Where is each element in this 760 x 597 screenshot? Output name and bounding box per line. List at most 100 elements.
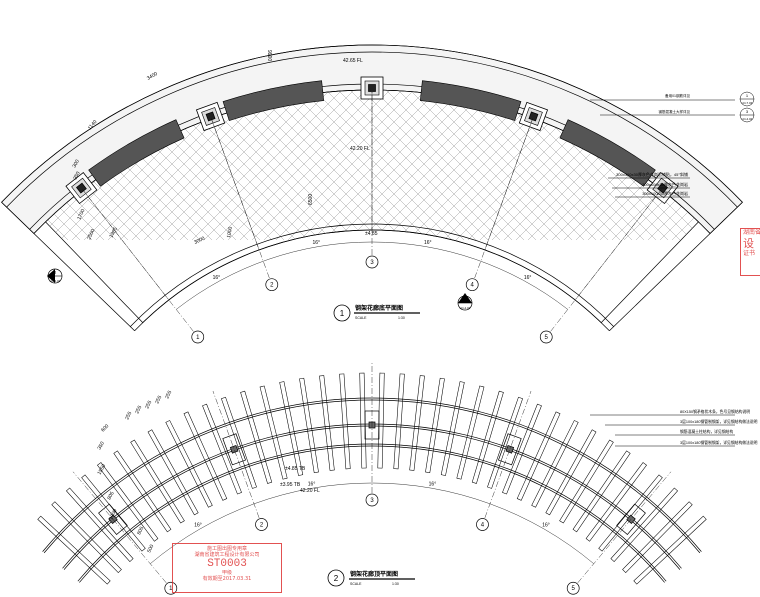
approval-stamp: 施工图出图专用章 湖南省建筑工程设计有限公司 ST0003 甲级 有效期至201… [172, 543, 282, 593]
design-seal: 湖南省 设 证书 [740, 228, 760, 276]
slat [37, 515, 111, 585]
column [360, 76, 384, 100]
slat [65, 487, 134, 562]
angle-label: 16° [194, 523, 202, 529]
plan-2-number: 2 [334, 574, 339, 583]
elevation-lower: ±4.85 [365, 231, 378, 237]
slat [559, 439, 614, 524]
slat [409, 375, 425, 471]
callout-3-text: 300x300x30厚灰色花岗岩铺贴，45°斜铺 [616, 171, 688, 177]
axis-label: 1 [169, 586, 173, 592]
beam-arc [42, 397, 702, 552]
angle-dim-arc [150, 482, 594, 564]
bench-panel [419, 80, 522, 121]
svg-text:255: 255 [144, 400, 153, 410]
plan-1-callouts [590, 91, 755, 198]
slat [299, 377, 319, 473]
slat [585, 462, 647, 542]
dim-inner-2: 1000 [226, 226, 234, 238]
axis-bubble [566, 581, 580, 595]
slat [471, 390, 504, 484]
callout-1-ref: 1 [746, 93, 749, 98]
axis-bubble [539, 330, 553, 344]
angle-dim-arc [176, 241, 568, 310]
slat [279, 381, 304, 476]
dim-left-2: 300 [72, 159, 81, 169]
slat [610, 487, 679, 562]
slat [622, 501, 693, 573]
slat [113, 450, 172, 533]
dim-inner-1: 3000 [193, 236, 206, 246]
slat [393, 373, 405, 470]
slat [319, 375, 335, 471]
dim-left-4: 1700 [76, 208, 86, 221]
slat [456, 385, 485, 480]
axis-label: 5 [545, 335, 549, 341]
slat [339, 373, 351, 470]
angle-label: 16° [308, 481, 316, 487]
plan-1-number: 1 [340, 309, 345, 318]
svg-text:255: 255 [124, 411, 133, 421]
stamp-line-4: 甲级 [221, 570, 232, 576]
plan-2-callout-2: 3层100x180钢管制钢架，详见钢结构做法说明 [680, 419, 758, 424]
plan-2-left-dims: 350 1550 805 1900 805 500 [97, 441, 156, 554]
callout-4-text: 300x100x30厚灰色花岗岩 [642, 181, 688, 187]
axis-label: 5 [572, 586, 576, 592]
plan-2-callout-1: 80X150钢矛格状木条，色号见钢结构说明 [680, 409, 750, 414]
plan-2-title: 钢架花廊顶平面图 [350, 570, 398, 578]
section-marker-left: 2 LD-4.02 [47, 268, 63, 284]
elevation-center: 42.20 FL [350, 146, 370, 152]
arc-line [6, 51, 738, 208]
dim-inner-3: 6500 [308, 194, 314, 205]
axis-label: 3 [370, 498, 374, 504]
slat [516, 411, 561, 501]
axis-bubble [265, 278, 279, 292]
svg-text:805: 805 [136, 526, 145, 536]
elevation-top: 42.65 FL [343, 58, 363, 64]
slat [633, 515, 707, 585]
slat [440, 381, 465, 476]
axis-label: 3 [370, 260, 374, 266]
axis-label: 2 [260, 522, 264, 528]
axis-bubble [465, 278, 479, 292]
axis-label: 4 [481, 522, 485, 528]
svg-text:255: 255 [154, 395, 163, 405]
dim-left-6: 1985 [108, 226, 119, 239]
seal-big: 设 [743, 237, 754, 250]
callout-2-text: 钢筋混凝土大样详见 [659, 109, 691, 114]
slat [598, 474, 663, 552]
svg-text:805: 805 [106, 491, 115, 501]
column [65, 172, 98, 205]
plan-1-scale-label: SCALE [355, 316, 367, 320]
svg-text:350: 350 [97, 441, 106, 451]
slat [502, 403, 542, 495]
axis-bubble [365, 255, 379, 269]
plan-1-number-circle [333, 304, 351, 322]
column [518, 101, 549, 132]
axis-line [82, 189, 194, 332]
svg-text:1: 1 [464, 297, 467, 302]
svg-text:500: 500 [146, 544, 155, 554]
axis-label: 2 [270, 283, 274, 289]
bench-panel [222, 80, 325, 121]
svg-text:255: 255 [134, 405, 143, 415]
axis-line [550, 189, 662, 332]
callout-2-sheet: LD-4.02 [742, 117, 753, 121]
slat [572, 450, 631, 533]
radial-edge [609, 201, 743, 332]
angle-label: 16° [312, 240, 320, 246]
svg-text:1900: 1900 [108, 508, 118, 521]
plan2-elev-1: 42.20 FL [300, 488, 320, 494]
axis-bubble [476, 518, 489, 531]
slat [147, 429, 199, 516]
axis-line [212, 390, 260, 518]
plan-2-callout-4: 3层100x180钢管制钢架，详见钢结构做法说明 [680, 440, 758, 445]
slat [165, 420, 213, 508]
plan-2-top-dims: 600 255 255 255 255 255 [100, 390, 173, 434]
slat [259, 385, 288, 480]
slat [97, 462, 159, 542]
stamp-line-5: 有效期至2017.03.31 [202, 576, 252, 582]
